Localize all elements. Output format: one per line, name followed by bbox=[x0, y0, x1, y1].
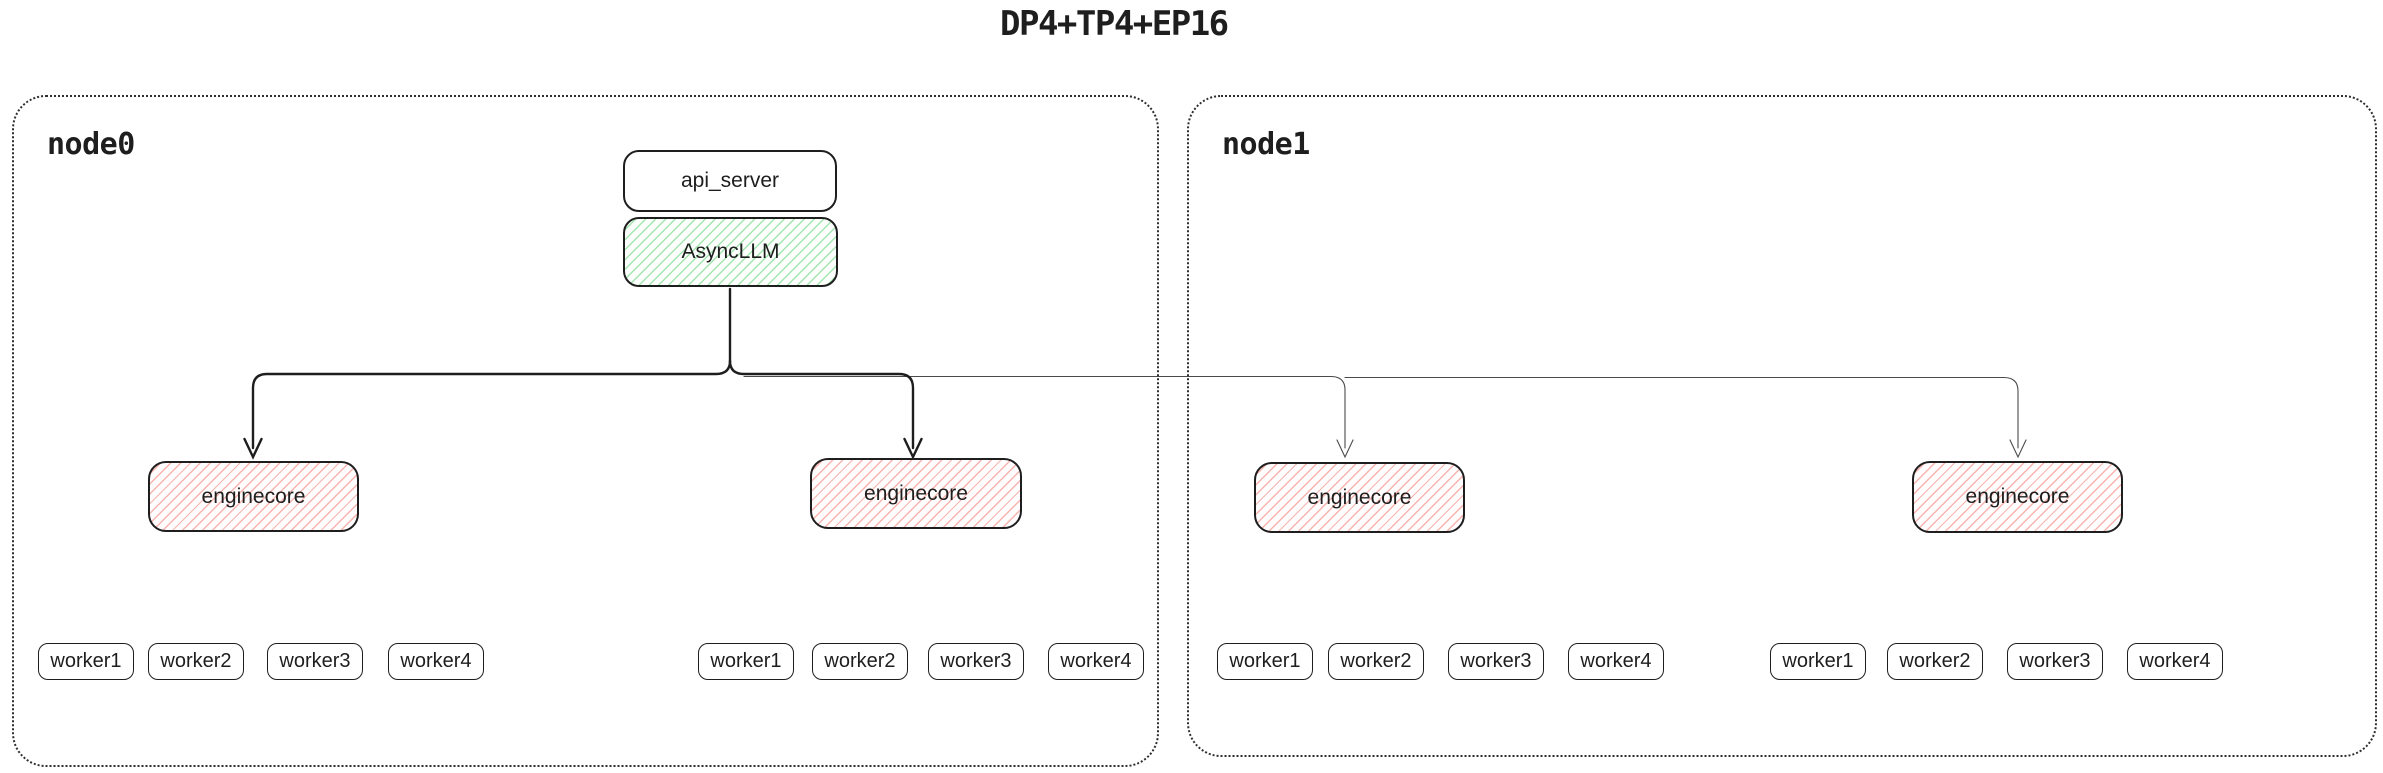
worker-label: worker4 bbox=[1060, 650, 1132, 672]
worker-chip: worker3 bbox=[928, 643, 1024, 680]
worker-chip: worker1 bbox=[698, 643, 794, 680]
enginecore-box: enginecore bbox=[148, 461, 359, 532]
enginecore-box: enginecore bbox=[1254, 462, 1465, 533]
worker-chip: worker1 bbox=[38, 643, 134, 680]
worker-label: worker3 bbox=[940, 650, 1012, 672]
worker-chip: worker1 bbox=[1770, 643, 1866, 680]
worker-chip: worker2 bbox=[1328, 643, 1424, 680]
worker-label: worker1 bbox=[1229, 650, 1301, 672]
api-server-box: api_server bbox=[623, 150, 837, 212]
worker-chip: worker3 bbox=[1448, 643, 1544, 680]
worker-chip: worker1 bbox=[1217, 643, 1313, 680]
worker-label: worker1 bbox=[1782, 650, 1854, 672]
worker-label: worker2 bbox=[160, 650, 232, 672]
worker-label: worker3 bbox=[2019, 650, 2091, 672]
worker-label: worker3 bbox=[1460, 650, 1532, 672]
enginecore-box: enginecore bbox=[1912, 461, 2123, 533]
worker-chip: worker2 bbox=[1887, 643, 1983, 680]
asyncllm-label: AsyncLLM bbox=[681, 240, 780, 263]
asyncllm-box: AsyncLLM bbox=[623, 217, 838, 287]
enginecore-label: enginecore bbox=[1307, 485, 1412, 509]
enginecore-label: enginecore bbox=[201, 484, 306, 508]
worker-chip: worker3 bbox=[2007, 643, 2103, 680]
enginecore-box: enginecore bbox=[810, 458, 1022, 529]
worker-label: worker2 bbox=[1899, 650, 1971, 672]
worker-chip: worker4 bbox=[1568, 643, 1664, 680]
worker-label: worker4 bbox=[400, 650, 472, 672]
worker-label: worker2 bbox=[1340, 650, 1412, 672]
node1-label: node1 bbox=[1222, 127, 1310, 162]
worker-chip: worker2 bbox=[148, 643, 244, 680]
diagram-title: DP4+TP4+EP16 bbox=[1000, 4, 1229, 44]
enginecore-label: enginecore bbox=[1965, 485, 2070, 508]
worker-label: worker1 bbox=[710, 650, 782, 672]
worker-chip: worker4 bbox=[388, 643, 484, 680]
api-server-label: api_server bbox=[680, 169, 780, 192]
worker-chip: worker2 bbox=[812, 643, 908, 680]
worker-label: worker3 bbox=[279, 650, 351, 672]
worker-label: worker2 bbox=[824, 650, 896, 672]
worker-chip: worker3 bbox=[267, 643, 363, 680]
worker-chip: worker4 bbox=[1048, 643, 1144, 680]
worker-label: worker4 bbox=[2139, 650, 2211, 672]
worker-label: worker1 bbox=[50, 650, 122, 672]
worker-label: worker4 bbox=[1580, 650, 1652, 672]
worker-chip: worker4 bbox=[2127, 643, 2223, 680]
enginecore-label: enginecore bbox=[864, 481, 968, 505]
node0-label: node0 bbox=[47, 127, 135, 162]
